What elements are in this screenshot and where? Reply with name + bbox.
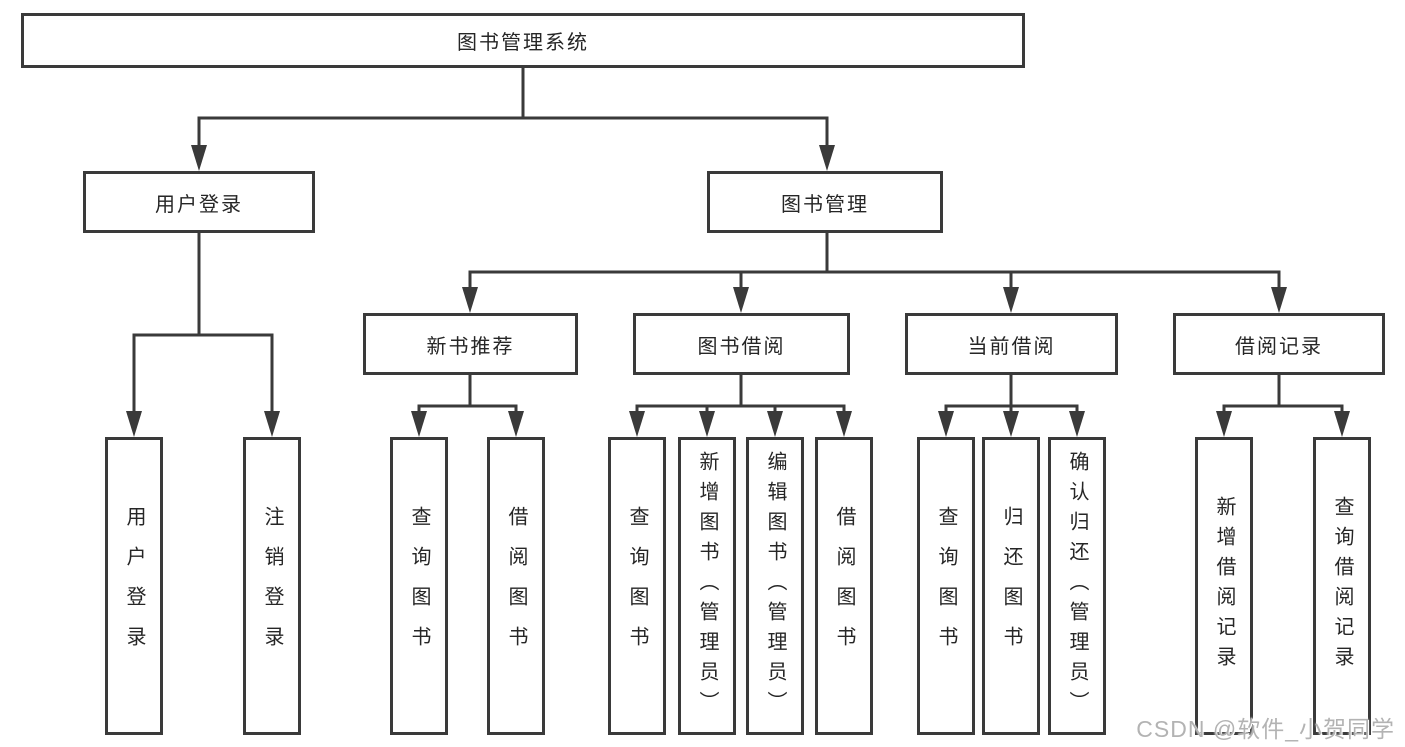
arrowhead: [699, 411, 715, 437]
leaf-borrow-books-recommend-label: 借阅图书: [505, 506, 527, 666]
leaf-edit-book-admin: 编辑图书（管理员）: [746, 437, 804, 735]
leaf-borrow-books-recommend: 借阅图书: [487, 437, 545, 735]
connector-current-branch: [944, 373, 1079, 414]
node-book-borrow: 图书借阅: [633, 313, 850, 375]
connector-root-branch: [197, 66, 829, 148]
leaf-query-books-recommend-label: 查询图书: [408, 506, 430, 666]
arrowhead: [411, 411, 427, 437]
node-root: 图书管理系统: [21, 13, 1025, 68]
node-new-book-recommend-label: 新书推荐: [426, 335, 515, 358]
leaf-query-books-borrow-label: 查询图书: [626, 506, 648, 666]
csdn-watermark: CSDN @软件_小贺同学: [1136, 716, 1395, 742]
leaf-confirm-return-admin-label: 确认归还（管理员）: [1066, 451, 1088, 721]
node-book-borrow-label: 图书借阅: [697, 335, 786, 358]
leaf-user-login: 用户登录: [105, 437, 163, 735]
node-user-login-label: 用户登录: [155, 193, 243, 216]
node-current-borrow: 当前借阅: [905, 313, 1118, 375]
node-borrow-records: 借阅记录: [1173, 313, 1385, 375]
connector-login-branch: [132, 231, 274, 414]
arrowhead: [733, 287, 749, 313]
leaf-add-book-admin: 新增图书（管理员）: [678, 437, 736, 735]
arrowhead: [938, 411, 954, 437]
leaf-return-book: 归还图书: [982, 437, 1040, 735]
arrowhead: [836, 411, 852, 437]
leaf-query-books-current: 查询图书: [917, 437, 975, 735]
arrowhead: [1334, 411, 1350, 437]
leaf-user-login-label: 用户登录: [123, 506, 145, 666]
arrowhead: [1003, 411, 1019, 437]
arrowhead: [1069, 411, 1085, 437]
leaf-query-books-recommend: 查询图书: [390, 437, 448, 735]
connector-borrow-branch: [635, 373, 846, 414]
node-borrow-records-label: 借阅记录: [1235, 335, 1323, 358]
node-book-management-label: 图书管理: [781, 193, 869, 216]
arrowhead: [126, 411, 142, 437]
arrowhead: [629, 411, 645, 437]
leaf-logout: 注销登录: [243, 437, 301, 735]
leaf-borrow-books: 借阅图书: [815, 437, 873, 735]
node-user-login: 用户登录: [83, 171, 315, 233]
leaf-add-borrow-record-label: 新增借阅记录: [1213, 496, 1235, 676]
leaf-add-borrow-record: 新增借阅记录: [1195, 437, 1253, 735]
leaf-confirm-return-admin: 确认归还（管理员）: [1048, 437, 1106, 735]
node-root-label: 图书管理系统: [457, 32, 589, 54]
arrowhead: [767, 411, 783, 437]
arrowhead: [462, 287, 478, 313]
leaf-borrow-books-label: 借阅图书: [833, 506, 855, 666]
leaf-query-borrow-record: 查询借阅记录: [1313, 437, 1371, 735]
arrowhead: [1003, 287, 1019, 313]
leaf-return-book-label: 归还图书: [1000, 506, 1022, 666]
leaf-add-book-admin-label: 新增图书（管理员）: [696, 451, 718, 721]
connector-records-branch: [1222, 373, 1344, 414]
connector-management-branch: [468, 231, 1281, 290]
arrowhead: [819, 145, 835, 171]
connector-recommend-branch: [417, 373, 518, 414]
arrowhead: [264, 411, 280, 437]
node-current-borrow-label: 当前借阅: [967, 335, 1056, 358]
arrowhead: [508, 411, 524, 437]
node-book-management: 图书管理: [707, 171, 943, 233]
leaf-edit-book-admin-label: 编辑图书（管理员）: [764, 451, 786, 721]
arrowhead: [1271, 287, 1287, 313]
leaf-query-borrow-record-label: 查询借阅记录: [1331, 496, 1353, 676]
arrowhead: [191, 145, 207, 171]
node-new-book-recommend: 新书推荐: [363, 313, 578, 375]
arrowhead: [1216, 411, 1232, 437]
leaf-query-books-borrow: 查询图书: [608, 437, 666, 735]
leaf-logout-label: 注销登录: [261, 506, 283, 666]
leaf-query-books-current-label: 查询图书: [935, 506, 957, 666]
